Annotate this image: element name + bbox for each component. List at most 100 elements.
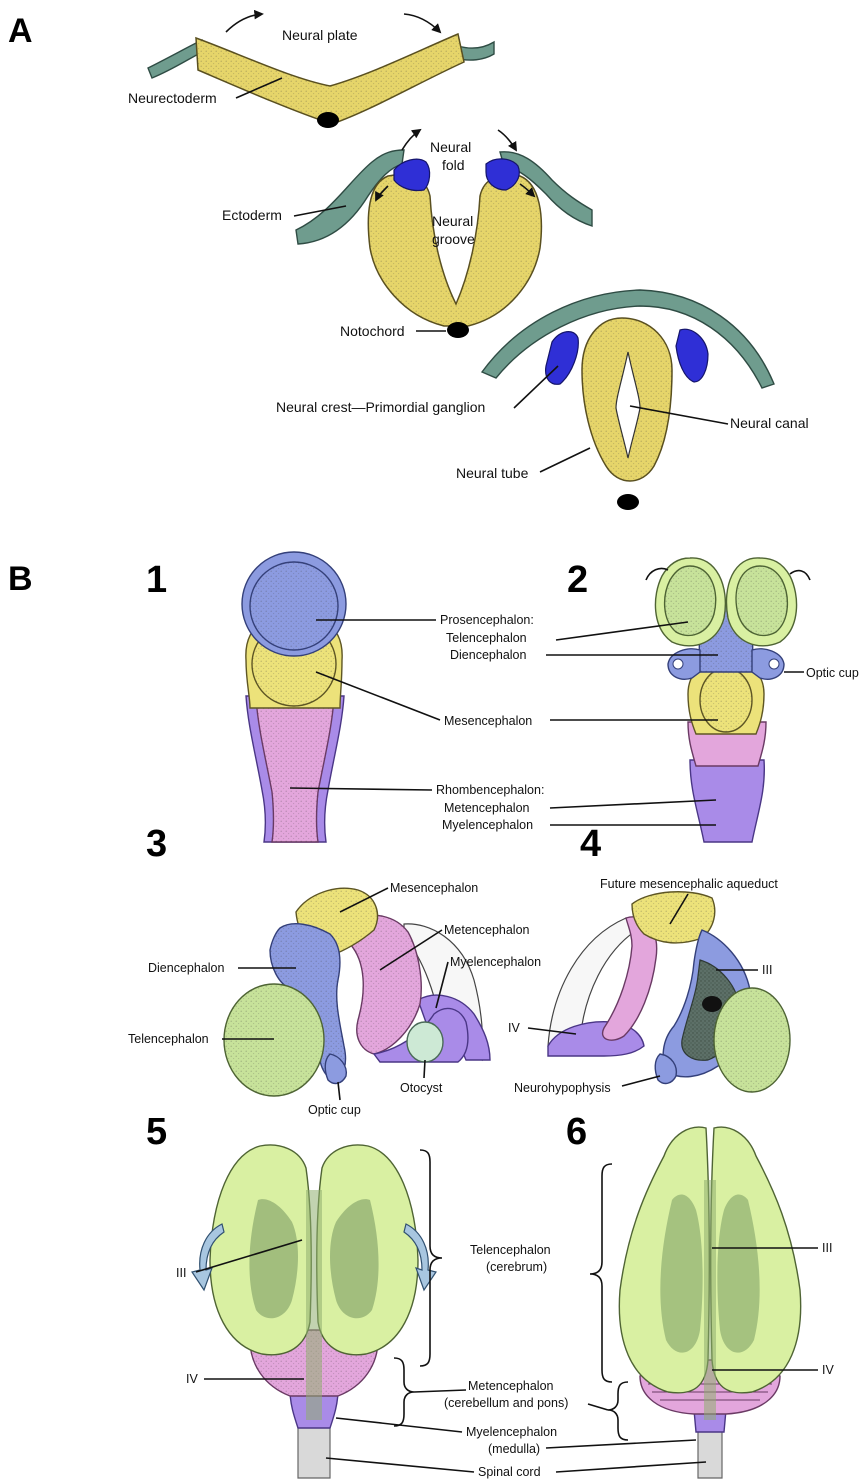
label-iii-6: III (822, 1241, 832, 1255)
fold-arrow-right-2 (498, 130, 516, 150)
label-mesencephalon-12: Mesencephalon (444, 714, 532, 728)
stage-number-3: 3 (146, 823, 167, 865)
label-telencephalon-5-line2: (cerebrum) (486, 1260, 547, 1274)
brace-metencephalon-right (608, 1382, 628, 1440)
label-myelencephalon-12: Myelencephalon (442, 818, 533, 832)
optic-cup-left-hole-2 (673, 659, 683, 669)
brace-metencephalon-left (394, 1358, 414, 1426)
panel-a-letter: A (8, 12, 33, 50)
stage-6-adult: III IV (619, 1127, 834, 1478)
labels-stage-1-2: Prosencephalon: Telencephalon Diencephal… (290, 613, 859, 832)
label-neurohypophysis: Neurohypophysis (514, 1081, 611, 1095)
label-rhombencephalon: Rhombencephalon: (436, 783, 544, 797)
leader-metencephalon-2 (550, 800, 716, 808)
label-iv-6: IV (822, 1363, 834, 1377)
label-neurectoderm: Neurectoderm (128, 90, 217, 106)
leader-metencephalon-left (414, 1390, 466, 1392)
notochord-2 (447, 322, 469, 338)
label-ectoderm: Ectoderm (222, 207, 282, 223)
label-telencephalon-12: Telencephalon (446, 631, 527, 645)
stage-2-five-vesicle (646, 558, 810, 842)
panel-a: A Neural plate Neurectoderm (8, 12, 809, 510)
telencephalon-texture-3 (224, 984, 324, 1096)
leader-metencephalon-right (588, 1404, 608, 1410)
fold-arrow-left-2 (402, 130, 420, 150)
leader-otocyst (424, 1060, 425, 1078)
optic-cup-right-hole-2 (769, 659, 779, 669)
panel-b-letter: B (8, 560, 33, 598)
label-diencephalon-3: Diencephalon (148, 961, 224, 975)
neural-plate-texture (196, 34, 464, 124)
label-diencephalon-12: Diencephalon (450, 648, 526, 662)
label-neural-canal: Neural canal (730, 415, 809, 431)
neural-groove-texture (368, 175, 541, 326)
label-otocyst: Otocyst (400, 1081, 443, 1095)
prosencephalon-texture-1 (250, 562, 338, 650)
label-iv-5: IV (186, 1372, 198, 1386)
label-optic-cup-12: Optic cup (806, 666, 859, 680)
label-iii-4: III (762, 963, 772, 977)
stage-number-2: 2 (567, 559, 588, 601)
label-myelencephalon-3: Myelencephalon (450, 955, 541, 969)
label-optic-cup-3: Optic cup (308, 1103, 361, 1117)
leader-neural-tube (540, 448, 590, 472)
neural-plate-stage: Neural plate Neurectoderm (128, 14, 494, 128)
stage-number-4: 4 (580, 823, 601, 865)
leader-spinal-cord-left (326, 1458, 474, 1472)
label-neural-fold-line2: fold (442, 157, 465, 173)
label-iv-4: IV (508, 1021, 520, 1035)
stage-number-5: 5 (146, 1111, 167, 1153)
label-neural-tube: Neural tube (456, 465, 529, 481)
neural-crest-right-3 (676, 329, 708, 382)
mesencephalon-texture-2 (700, 668, 752, 732)
fold-arrow-left-1 (226, 14, 262, 32)
label-neural-crest: Neural crest—Primordial ganglion (276, 399, 485, 415)
label-mesencephalon-3: Mesencephalon (390, 881, 478, 895)
label-metencephalon-12: Metencephalon (444, 801, 530, 815)
spinal-cord-5 (298, 1424, 330, 1478)
label-telencephalon-5-line1: Telencephalon (470, 1243, 551, 1257)
ventricular-midline-5 (306, 1190, 322, 1420)
neural-crest-left-3 (546, 332, 579, 385)
stage-5-dorsal: III IV (176, 1145, 436, 1478)
neural-groove-stage: Neural fold Neural groove Ectoderm Notoc… (222, 130, 592, 339)
label-metencephalon-3: Metencephalon (444, 923, 530, 937)
telencephalon-texture-4 (714, 988, 790, 1092)
stage-4-medial: Future mesencephalic aqueduct III IV Neu… (508, 877, 790, 1095)
label-neural-plate: Neural plate (282, 27, 358, 43)
panel-b: B 1 2 3 4 5 6 (8, 552, 859, 1479)
fold-arrow-right-1 (404, 14, 440, 32)
label-prosencephalon: Prosencephalon: (440, 613, 534, 627)
rotation-arrow-right-2 (790, 571, 810, 580)
label-neural-fold-line1: Neural (430, 139, 471, 155)
leader-neurohypophysis (622, 1076, 660, 1086)
spinal-cord-6 (698, 1428, 722, 1478)
otocyst-3 (407, 1022, 443, 1062)
ventricular-midline-6 (704, 1180, 716, 1420)
label-neural-groove-line1: Neural (432, 213, 473, 229)
leader-myelencephalon-right (546, 1440, 696, 1448)
label-iii-5: III (176, 1266, 186, 1280)
foramen-4 (702, 996, 722, 1012)
stage-number-1: 1 (146, 559, 167, 601)
label-neural-groove-line2: groove (432, 231, 475, 247)
label-metencephalon-5-line1: Metencephalon (468, 1379, 554, 1393)
label-metencephalon-5-line2: (cerebellum and pons) (444, 1396, 568, 1410)
label-future-aqueduct: Future mesencephalic aqueduct (600, 877, 778, 891)
label-myelencephalon-5-line1: Myelencephalon (466, 1425, 557, 1439)
label-spinal-cord: Spinal cord (478, 1465, 541, 1479)
brace-telencephalon-right (590, 1164, 612, 1382)
stage-3-lateral: Mesencephalon Metencephalon Myelencephal… (128, 881, 541, 1117)
notochord-1 (317, 112, 339, 128)
label-myelencephalon-5-line2: (medulla) (488, 1442, 540, 1456)
label-telencephalon-3: Telencephalon (128, 1032, 209, 1046)
leader-myelencephalon-left (336, 1418, 462, 1432)
leader-spinal-cord-right (556, 1462, 706, 1472)
stage-1-three-vesicle (242, 552, 346, 842)
notochord-3 (617, 494, 639, 510)
leader-neural-crest (514, 366, 558, 408)
stage-number-6: 6 (566, 1111, 587, 1153)
leader-optic-cup-3 (338, 1082, 340, 1100)
label-notochord: Notochord (340, 323, 405, 339)
